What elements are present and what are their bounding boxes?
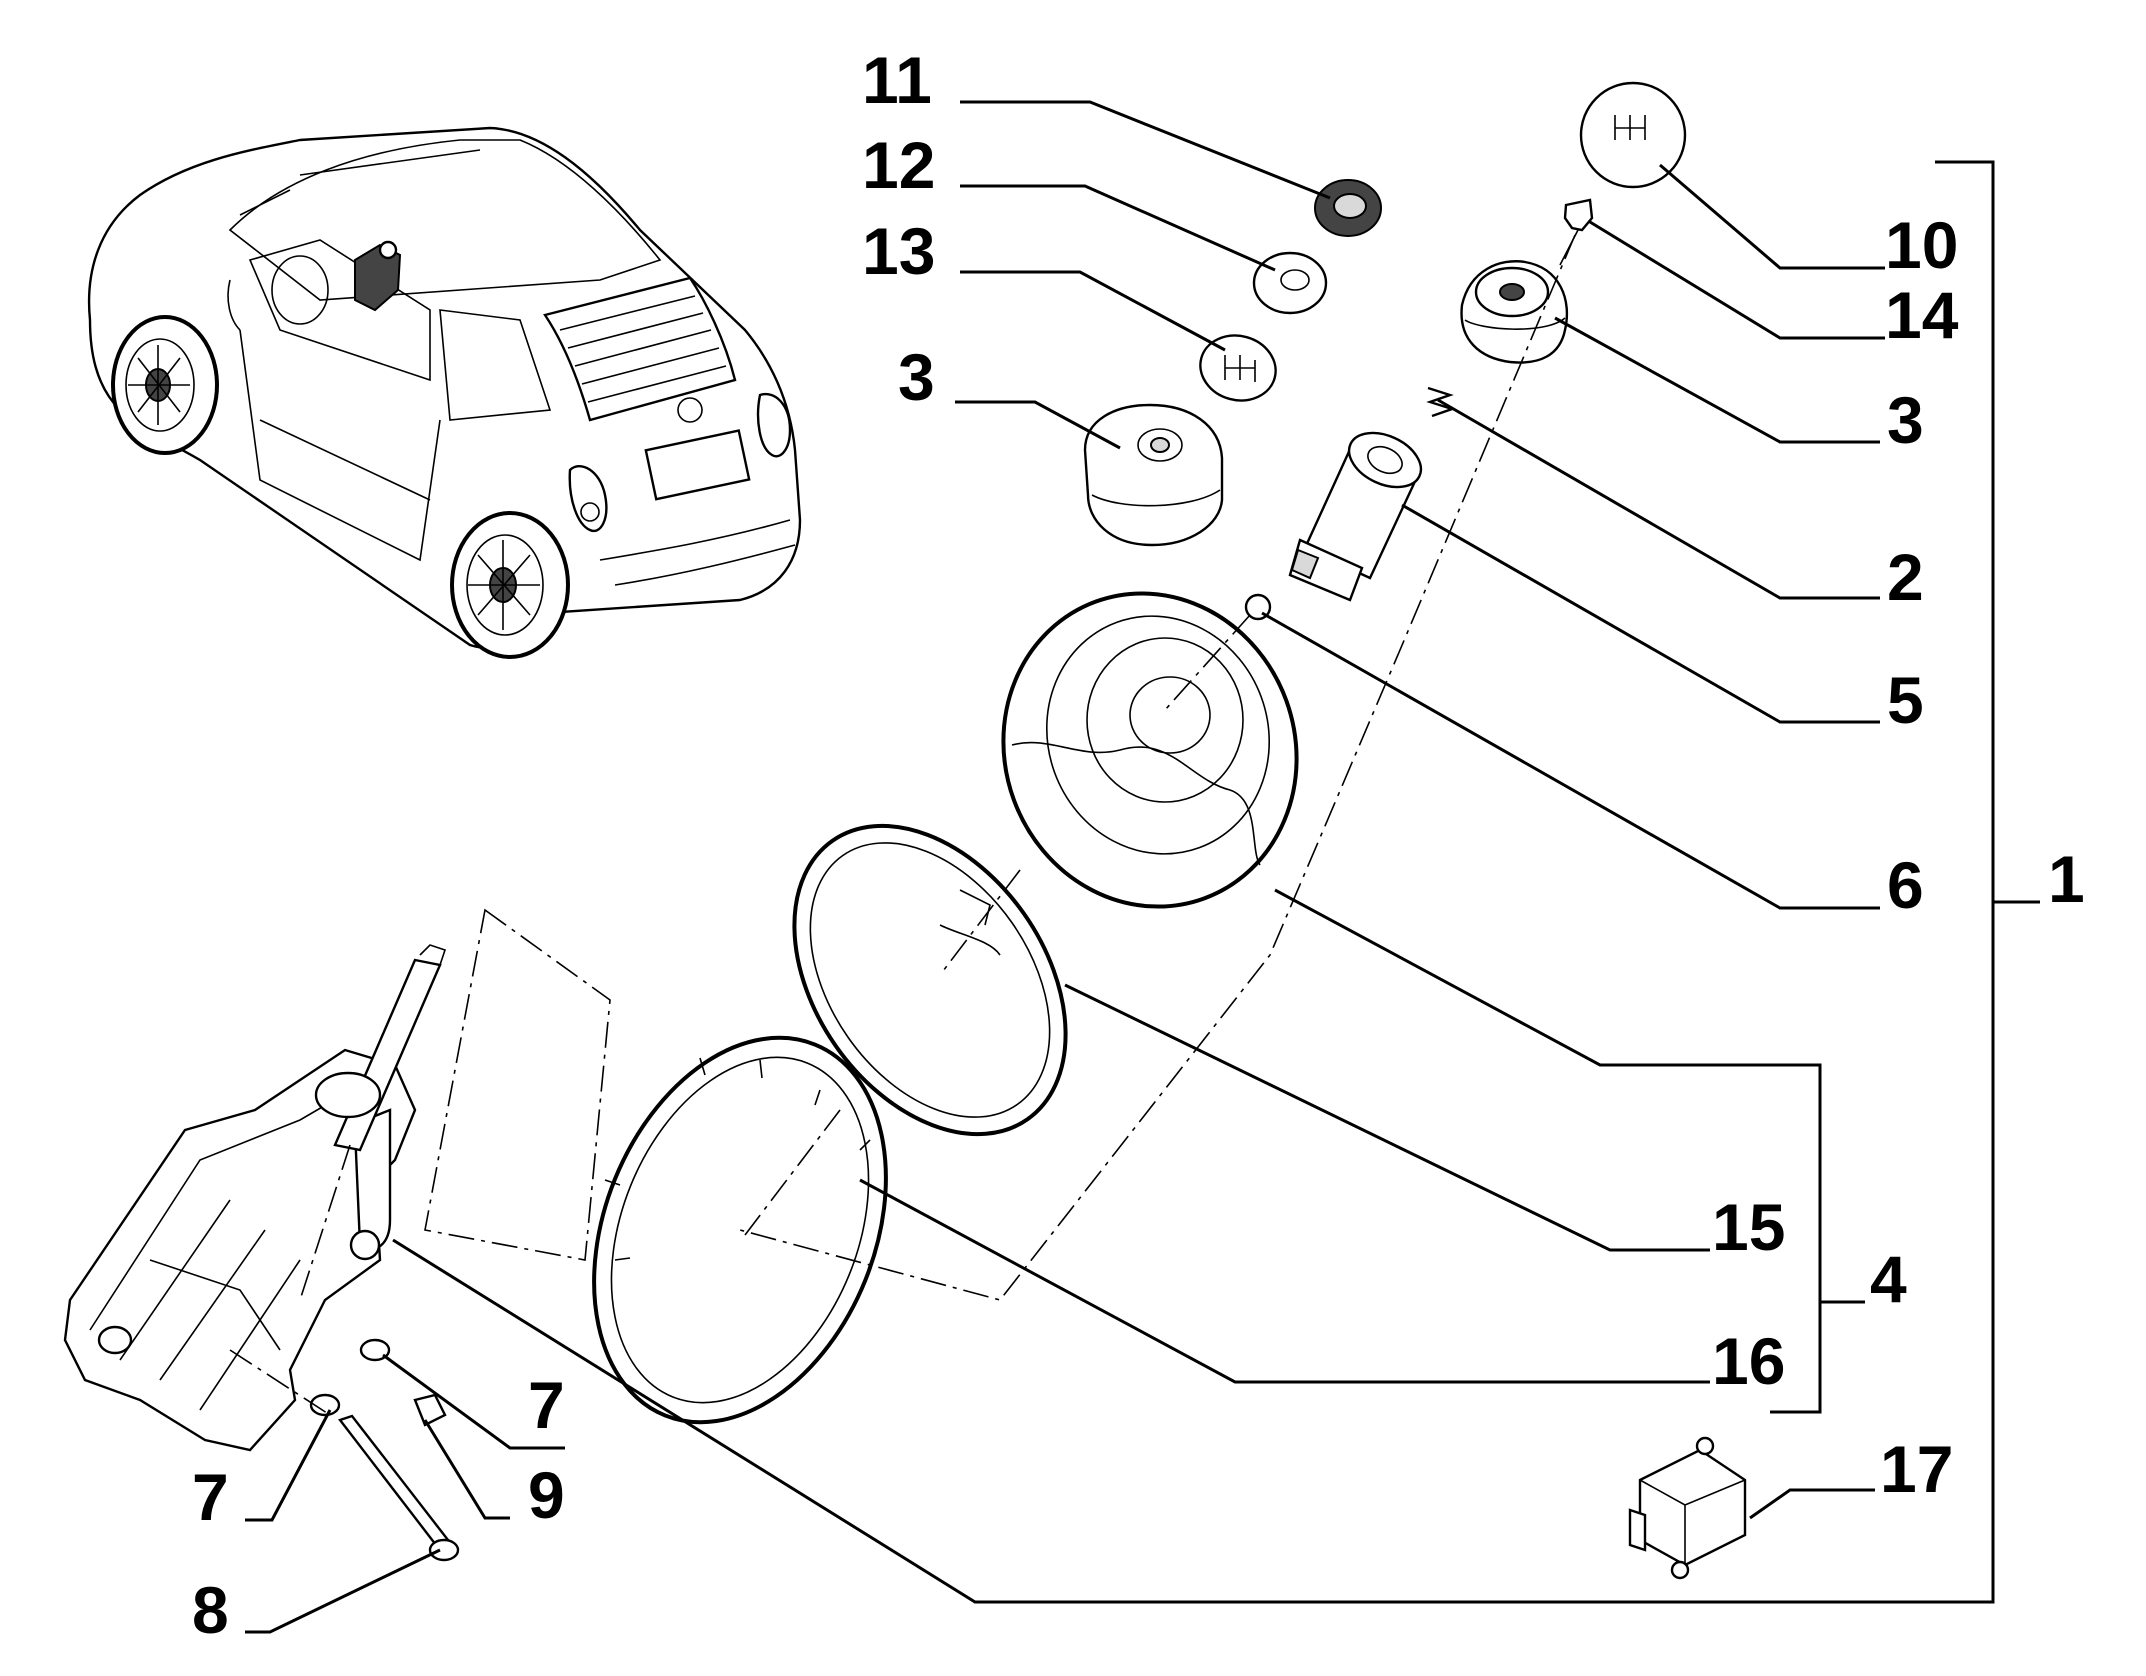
callout-14: 14 [1885, 278, 1959, 352]
leader-lines [245, 100, 2040, 1634]
callout-13: 13 [862, 214, 935, 288]
callout-15: 15 [1712, 1190, 1785, 1264]
callout-4: 4 [1870, 1242, 1907, 1316]
callout-11: 11 [862, 43, 932, 117]
callout-6: 6 [1887, 848, 1924, 922]
gear-boot [1001, 591, 1299, 909]
callout-1: 1 [2048, 842, 2085, 916]
callout-17: 17 [1880, 1432, 1953, 1506]
callout-8: 8 [192, 1573, 229, 1647]
callout-5: 5 [1887, 663, 1924, 737]
seal-rings [592, 823, 1068, 1425]
callout-7-left: 7 [192, 1460, 229, 1534]
callout-3-right: 3 [1887, 383, 1924, 457]
callout-3-left: 3 [898, 340, 935, 414]
callout-labels: 11 12 13 3 10 14 3 2 5 6 1 15 4 16 17 7 … [192, 43, 2085, 1647]
callout-2: 2 [1887, 540, 1924, 614]
callout-12: 12 [862, 128, 935, 202]
callout-9: 9 [528, 1458, 565, 1532]
knob-parts [1083, 81, 1747, 1580]
assembly-axis-lines [229, 234, 1576, 1416]
car-illustration [87, 126, 802, 659]
callout-16: 16 [1712, 1324, 1785, 1398]
callout-7-right: 7 [528, 1368, 565, 1442]
callout-10: 10 [1885, 208, 1958, 282]
gear-shift-mechanism [63, 908, 611, 1562]
